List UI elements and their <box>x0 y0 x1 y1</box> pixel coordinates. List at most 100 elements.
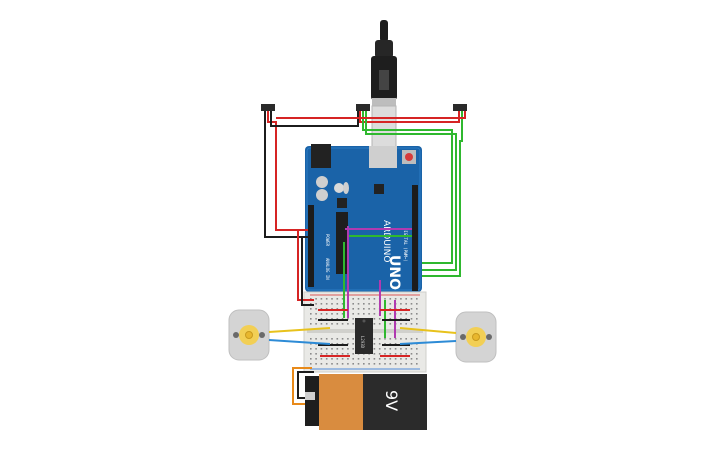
breadboard-hole <box>310 308 312 310</box>
motor-right[interactable] <box>455 311 497 363</box>
breadboard-hole <box>325 318 328 320</box>
breadboard-hole <box>315 353 317 355</box>
sensor-left[interactable] <box>261 104 275 111</box>
breadboard-hole <box>384 358 386 360</box>
breadboard-hole <box>341 338 344 340</box>
breadboard-hole <box>384 343 386 345</box>
breadboard-hole <box>389 348 392 350</box>
breadboard-hole <box>394 338 397 340</box>
breadboard-hole <box>347 338 349 340</box>
breadboard-hole <box>315 318 317 320</box>
breadboard-hole <box>320 358 323 360</box>
breadboard-hole <box>315 363 317 365</box>
breadboard-hole <box>410 318 413 320</box>
breadboard-hole <box>310 338 312 340</box>
breadboard-hole <box>325 353 328 355</box>
breadboard-hole <box>331 318 333 320</box>
breadboard-hole <box>341 313 344 315</box>
breadboard-hole <box>410 353 413 355</box>
breadboard-hole <box>405 363 407 365</box>
reset-button[interactable] <box>405 153 413 161</box>
breadboard-hole <box>389 298 392 300</box>
breadboard-hole <box>416 303 418 305</box>
breadboard-hole <box>405 313 407 315</box>
breadboard-hole <box>373 353 376 355</box>
breadboard-hole <box>341 343 344 345</box>
breadboard-hole <box>331 358 333 360</box>
breadboard-hole <box>389 358 392 360</box>
breadboard-hole <box>357 358 360 360</box>
breadboard-hole <box>347 363 349 365</box>
breadboard-hole <box>400 298 402 300</box>
power-section-label: POWER <box>325 234 330 247</box>
breadboard-hole <box>336 318 339 320</box>
breadboard-hole <box>373 298 376 300</box>
breadboard-hole <box>363 298 365 300</box>
breadboard-hole <box>341 298 344 300</box>
breadboard-hole <box>352 323 354 325</box>
breadboard-hole <box>341 363 344 365</box>
breadboard-hole <box>325 363 328 365</box>
breadboard-hole <box>320 363 323 365</box>
battery-9v[interactable]: 9V <box>305 374 427 430</box>
breadboard-hole <box>336 323 339 325</box>
breadboard-hole <box>336 363 339 365</box>
breadboard-hole <box>368 298 370 300</box>
breadboard-hole <box>347 348 349 350</box>
breadboard-hole <box>331 298 333 300</box>
breadboard-hole <box>368 358 370 360</box>
breadboard-hole <box>416 308 418 310</box>
breadboard-hole <box>331 353 333 355</box>
breadboard-hole <box>373 348 376 350</box>
breadboard-hole <box>310 343 312 345</box>
breadboard-hole <box>384 348 386 350</box>
sensor-center[interactable] <box>356 104 370 111</box>
breadboard-hole <box>416 338 418 340</box>
motor-left[interactable] <box>228 309 270 361</box>
breadboard-hole <box>357 298 360 300</box>
breadboard-hole <box>378 348 381 350</box>
breadboard-hole <box>331 323 333 325</box>
arduino-board[interactable]: ARDUINO UNO DIGITAL (PWM~) POWER ANALOG … <box>305 144 422 292</box>
breadboard-hole <box>347 318 349 320</box>
breadboard-hole <box>400 318 402 320</box>
breadboard-hole <box>405 318 407 320</box>
breadboard-hole <box>405 358 407 360</box>
breadboard-hole <box>325 323 328 325</box>
breadboard-hole <box>389 363 392 365</box>
breadboard-hole <box>378 353 381 355</box>
breadboard-hole <box>410 303 413 305</box>
breadboard-hole <box>347 323 349 325</box>
breadboard-hole <box>384 338 386 340</box>
breadboard-hole <box>341 303 344 305</box>
breadboard-hole <box>310 313 312 315</box>
breadboard-hole <box>368 363 370 365</box>
breadboard-hole <box>384 363 386 365</box>
battery-label: 9V <box>382 390 401 411</box>
breadboard-hole <box>336 353 339 355</box>
breadboard-hole <box>341 308 344 310</box>
breadboard-hole <box>310 298 312 300</box>
breadboard-hole <box>336 348 339 350</box>
breadboard-hole <box>352 343 354 345</box>
sensor-right[interactable] <box>453 104 467 111</box>
breadboard-hole <box>405 303 407 305</box>
breadboard-hole <box>336 358 339 360</box>
breadboard-hole <box>389 353 392 355</box>
motor-right-wires <box>399 327 457 345</box>
breadboard-hole <box>373 358 376 360</box>
motor-driver-ic[interactable]: L293D <box>355 318 373 354</box>
breadboard-hole <box>352 303 354 305</box>
breadboard-hole <box>405 348 407 350</box>
breadboard-hole <box>389 308 392 310</box>
breadboard-hole <box>320 353 323 355</box>
breadboard-hole <box>400 308 402 310</box>
breadboard-hole <box>352 298 354 300</box>
breadboard-hole <box>325 308 328 310</box>
breadboard-hole <box>320 298 323 300</box>
breadboard-hole <box>400 353 402 355</box>
breadboard-hole <box>357 308 360 310</box>
breadboard-hole <box>373 343 376 345</box>
breadboard-hole <box>341 323 344 325</box>
